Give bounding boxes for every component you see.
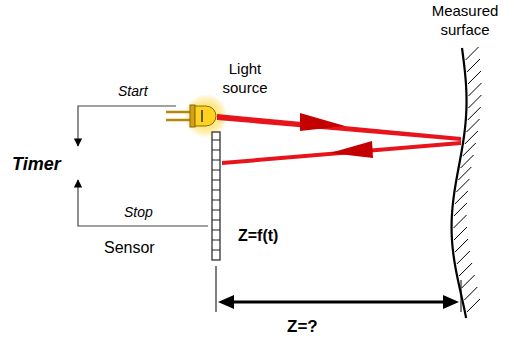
surface-outline	[452, 48, 467, 318]
dimension-line	[216, 266, 461, 312]
surface-hatching	[458, 167, 471, 180]
surface-hatching	[457, 251, 470, 264]
surface-hatching	[468, 71, 481, 84]
light-beams	[217, 113, 461, 165]
sensor-segment	[212, 210, 220, 211]
surface-hatching	[465, 131, 478, 144]
surface-hatching	[459, 263, 472, 276]
timer-label: Timer	[12, 153, 92, 176]
signal-label: Start	[118, 83, 168, 101]
signal-label: Stop	[124, 204, 174, 222]
surface-hatching	[468, 83, 481, 96]
sensor-segment	[212, 140, 220, 141]
sensor-label: Sensor	[104, 238, 184, 258]
sensor-segment	[212, 150, 220, 151]
surface-hatching	[468, 107, 481, 120]
formula-label: Z=f(t)	[238, 226, 318, 246]
surface-hatching	[467, 299, 480, 312]
surface-hatching	[467, 119, 480, 132]
measured-surface	[452, 47, 482, 318]
surface-hatching	[454, 215, 467, 228]
surface-hatching	[463, 143, 476, 156]
start-wire	[78, 106, 176, 146]
surface-hatching	[468, 95, 481, 108]
surface-hatching	[467, 59, 480, 72]
sensor-segment	[212, 250, 220, 251]
sensor-symbol	[212, 132, 220, 260]
sensor-segment	[212, 170, 220, 171]
stop-wire	[78, 180, 208, 226]
surface-hatching	[455, 239, 468, 252]
surface-hatching	[454, 203, 467, 216]
sensor-segment	[212, 190, 220, 191]
sensor-segment	[212, 160, 220, 161]
sensor-segment	[212, 180, 220, 181]
surface-hatching	[464, 287, 477, 300]
surface-hatching	[466, 47, 479, 60]
sensor-segment	[212, 220, 220, 221]
sensor-segment	[212, 200, 220, 201]
surface-hatching	[456, 179, 469, 192]
surface-hatching	[454, 227, 467, 240]
sensor-segment	[212, 240, 220, 241]
surface-label: Measured surface	[424, 2, 506, 40]
surface-hatching	[461, 155, 474, 168]
surface-hatching	[455, 191, 468, 204]
source-label: Light source	[215, 60, 275, 98]
dimension-label: Z=?	[287, 316, 367, 337]
sensor-segment	[212, 230, 220, 231]
surface-hatching	[462, 275, 475, 288]
